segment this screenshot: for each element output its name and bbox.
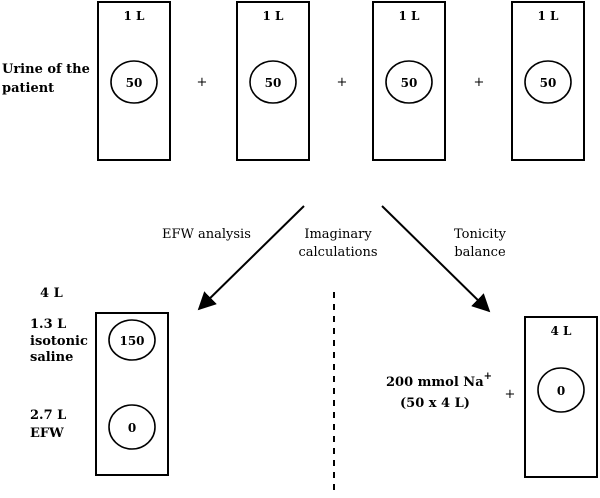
left-total-volume: 4 L bbox=[40, 286, 63, 301]
saline-label: saline bbox=[30, 350, 73, 365]
urine-label-line1: Urine of the bbox=[2, 62, 90, 77]
left-arrow bbox=[197, 205, 305, 311]
imaginary-label: Imaginary bbox=[304, 227, 372, 242]
plus-sign-1: + bbox=[197, 75, 208, 90]
calculations-label: calculations bbox=[298, 245, 377, 260]
plus-sign-3: + bbox=[474, 75, 485, 90]
efw-label: EFW bbox=[30, 426, 64, 441]
right-value: 0 bbox=[557, 384, 565, 398]
urine-container-2: 1 L 50 bbox=[236, 1, 310, 161]
right-volume: 4 L bbox=[551, 324, 573, 338]
tonicity-label: Tonicity bbox=[454, 227, 507, 242]
saline-volume: 1.3 L bbox=[30, 317, 66, 332]
sodium-amount: 200 mmol Na+ bbox=[386, 371, 492, 390]
container-1-volume: 1 L bbox=[124, 9, 146, 23]
isotonic-label: isotonic bbox=[30, 334, 88, 349]
urine-label-line2: patient bbox=[2, 81, 54, 96]
efw-value: 0 bbox=[128, 421, 136, 435]
urine-container-3: 1 L 50 bbox=[372, 1, 446, 161]
right-result-container: 4 L 0 bbox=[524, 316, 598, 478]
sodium-calculation: (50 x 4 L) bbox=[400, 396, 470, 411]
container-4-volume: 1 L bbox=[538, 9, 560, 23]
container-1-value: 50 bbox=[126, 76, 143, 90]
container-2-value: 50 bbox=[265, 76, 282, 90]
right-plus-sign: + bbox=[505, 387, 516, 402]
urine-container-4: 1 L 50 bbox=[511, 1, 585, 161]
container-4-value: 50 bbox=[540, 76, 557, 90]
right-arrow bbox=[381, 205, 491, 313]
plus-sign-2: + bbox=[337, 75, 348, 90]
sodium-superscript: + bbox=[484, 371, 492, 382]
efw-volume: 2.7 L bbox=[30, 408, 66, 423]
container-2-volume: 1 L bbox=[263, 9, 285, 23]
urine-container-1: 1 L 50 bbox=[97, 1, 171, 161]
left-result-container: 150 0 bbox=[95, 312, 169, 476]
efw-analysis-label: EFW analysis bbox=[162, 227, 251, 242]
saline-value: 150 bbox=[119, 334, 144, 348]
container-3-value: 50 bbox=[401, 76, 418, 90]
sodium-main: 200 mmol Na bbox=[386, 375, 484, 390]
balance-label: balance bbox=[454, 245, 506, 260]
container-3-volume: 1 L bbox=[399, 9, 421, 23]
